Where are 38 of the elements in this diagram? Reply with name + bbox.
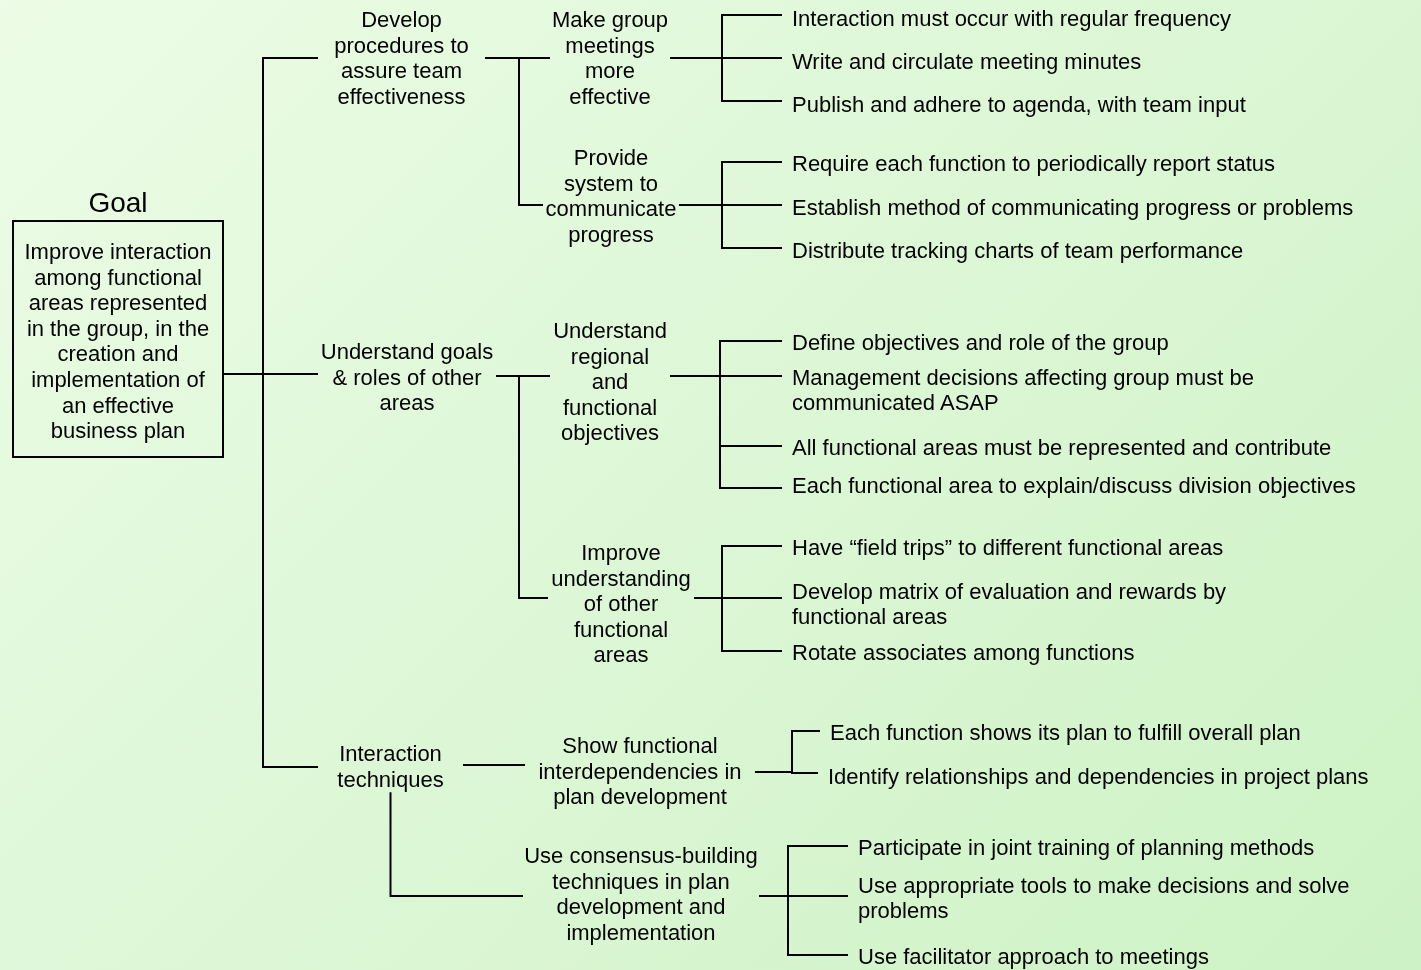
- action-text: Establish method of communicating progress or problems: [782, 195, 1421, 220]
- action-text: Participate in joint training of planning methods: [848, 835, 1418, 860]
- action-text: Rotate associates among functions: [782, 640, 1392, 665]
- connector-line: [389, 791, 524, 897]
- action-text: Use facilitator approach to meetings: [848, 944, 1418, 969]
- objective-text: Use consensus-building techniques in plan development and implementation: [523, 843, 759, 946]
- action-text: Interaction must occur with regular frequency: [782, 6, 1392, 31]
- action-text: Develop matrix of evaluation and rewards by functional areas: [782, 579, 1292, 629]
- connector-line: [758, 895, 849, 956]
- action-text: Each function shows its plan to fulfill overall plan: [820, 720, 1410, 745]
- goal-heading: Goal: [87, 186, 149, 220]
- goal-box: Improve interaction among functional areas represented in the group, in the creation and implementation of an effective business plan: [12, 220, 224, 458]
- action-text: Use appropriate tools to make decisions and solve problems: [848, 873, 1418, 923]
- objective-text: Interaction techniques: [318, 741, 463, 793]
- objective-text: Make group meetings more effective: [550, 7, 670, 110]
- action-text: Require each function to periodically report status: [782, 151, 1412, 176]
- objective-text: Understand regional and functional objectives: [550, 318, 670, 446]
- connector-line: [678, 204, 783, 249]
- objective-text: Provide system to communicate progress: [543, 145, 679, 248]
- connector-line: [693, 597, 783, 652]
- action-text: Define objectives and role of the group: [782, 330, 1392, 355]
- objective-text: Understand goals & roles of other areas: [318, 339, 496, 416]
- objective-text: Develop procedures to assure team effectiveness: [318, 7, 485, 110]
- action-text: Publish and adhere to agenda, with team input: [782, 92, 1392, 117]
- action-text: Management decisions affecting group must be communicated ASAP: [782, 365, 1312, 415]
- action-text: Have “field trips” to different functional areas: [782, 535, 1392, 560]
- action-text: Each functional area to explain/discuss division objectives: [782, 473, 1421, 498]
- connector-line: [484, 57, 544, 206]
- objective-text: Show functional interdependencies in plan development: [525, 733, 755, 810]
- objective-text: Improve understanding of other functional areas: [548, 540, 694, 668]
- connector-line: [223, 373, 319, 768]
- connector-line: [462, 764, 526, 766]
- action-text: Distribute tracking charts of team performance: [782, 238, 1392, 263]
- action-text: All functional areas must be represented and contribute: [782, 435, 1412, 460]
- connector-line: [495, 375, 549, 599]
- action-text: Identify relationships and dependencies in project plans: [818, 764, 1421, 789]
- connector-line: [669, 57, 783, 102]
- action-text: Write and circulate meeting minutes: [782, 49, 1392, 74]
